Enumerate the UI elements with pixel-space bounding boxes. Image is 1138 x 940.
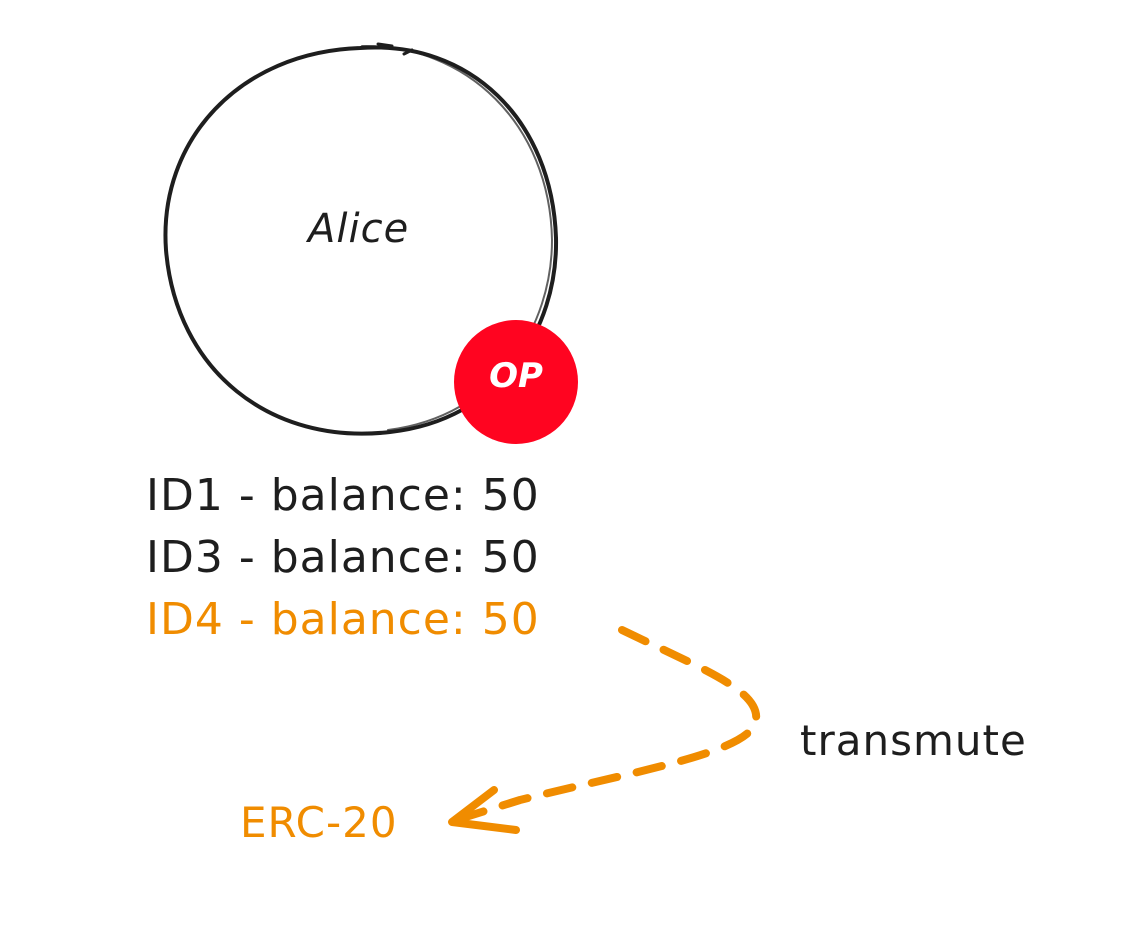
transmute-label: transmute xyxy=(800,716,1027,765)
op-badge-circle xyxy=(454,320,578,444)
balance-line-id4: ID4 - balance: 50 xyxy=(146,594,540,645)
op-badge-label: OP xyxy=(489,356,543,396)
transmute-arrow-head xyxy=(448,786,520,834)
balance-line-id3: ID3 - balance: 50 xyxy=(146,532,540,583)
node-label-alice: Alice xyxy=(308,206,410,252)
erc20-label: ERC-20 xyxy=(240,798,398,847)
balance-line-id1: ID1 - balance: 50 xyxy=(146,470,540,521)
transmute-arrow-line xyxy=(452,626,761,824)
